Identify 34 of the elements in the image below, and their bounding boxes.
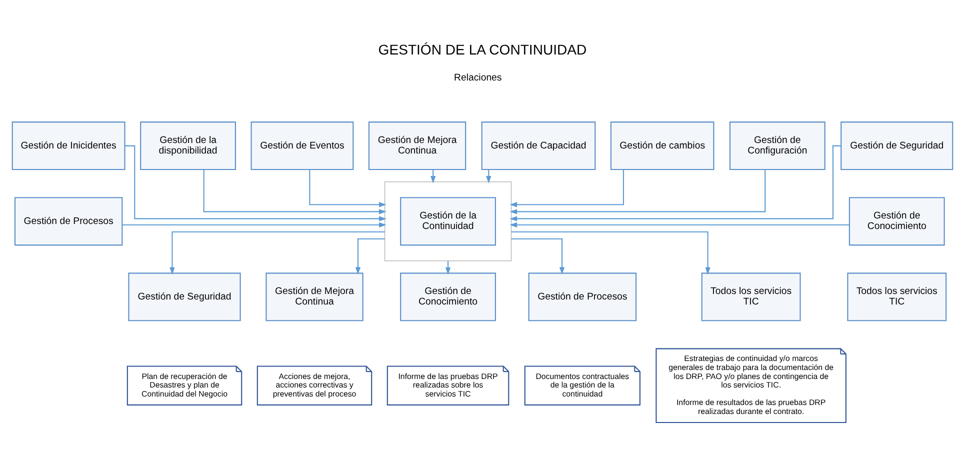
node-box: Gestión de la Continuidad [400, 196, 496, 246]
node-box: Gestión de Mejora Continua [266, 272, 364, 321]
arrow [124, 144, 386, 221]
arrow [511, 230, 710, 274]
node-box: Gestión de Procesos [528, 272, 637, 321]
arrow [510, 222, 850, 227]
node-box: Gestión de la disponibilidad [140, 121, 236, 170]
arrow [510, 144, 842, 221]
node-box: Todos los servicios TIC [701, 272, 801, 321]
arrow [203, 169, 386, 214]
node-box: Gestión de Configuración [729, 121, 826, 170]
node-box: Todos los servicios TIC [847, 272, 947, 321]
arrow [170, 230, 385, 274]
node-box: Gestión de Capacidad [481, 121, 596, 170]
arrow [510, 169, 624, 207]
arrow [355, 238, 385, 274]
arrow [486, 169, 492, 183]
arrow [122, 222, 386, 227]
node-box: Gestión de Conocimiento [848, 196, 945, 246]
label: Relaciones [454, 72, 502, 84]
arrow [510, 169, 766, 214]
node-box: Gestión de Seguridad [128, 272, 241, 321]
node-box: Gestión de Seguridad [840, 121, 954, 170]
cluster [384, 180, 512, 261]
node-box: Gestión de Conocimiento [400, 272, 496, 321]
arrow [309, 169, 386, 207]
node-box: Gestión de Procesos [14, 196, 123, 246]
node-box: Gestión de cambios [610, 121, 714, 170]
node-box: Gestión de Mejora Continua [368, 121, 466, 170]
arrow [430, 169, 436, 183]
node-box: Gestión de Inicidentes [12, 121, 126, 170]
node-box: Gestión de Eventos [250, 121, 354, 170]
arrow [511, 238, 565, 274]
diagram-title: GESTIÓN DE LA CONTINUIDAD [378, 40, 587, 57]
